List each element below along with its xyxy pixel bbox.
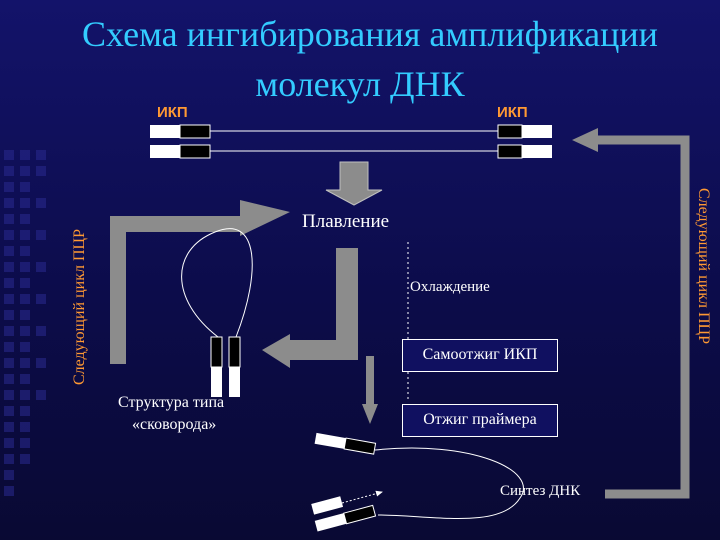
pan-structure-label-line-1: Структура типа — [118, 394, 225, 411]
icp-right-bottom-block — [497, 144, 552, 159]
double-stranded-dna-with-icp — [150, 124, 552, 159]
icp-left-top-block — [150, 124, 211, 139]
pan-structure-label-line-2: «сковорода» — [132, 416, 217, 433]
melting-label: Плавление — [302, 211, 390, 232]
icp-right-label: ИКП — [497, 104, 528, 121]
next-cycle-right-label: Следующий цикл ПЦР — [695, 188, 712, 344]
melting-to-self-annealing-bar — [336, 248, 358, 356]
self-annealing-box: Самоотжиг ИКП — [402, 339, 558, 372]
slide-title-line-2: молекул ДНК — [255, 64, 465, 104]
slide-title-line-1: Схема ингибирования амплификации — [82, 14, 658, 54]
synthesis-direction-arrow — [341, 490, 383, 504]
icp-left-bottom-block — [150, 144, 211, 159]
to-primer-annealing-shaft — [366, 356, 374, 406]
dna-synthesis-label: Синтез ДНК — [500, 483, 581, 499]
next-cycle-left-label: Следующий цикл ПЦР — [71, 229, 88, 385]
to-primer-annealing-arrowhead — [362, 404, 378, 424]
next-cycle-right-arrow — [598, 135, 690, 499]
primer-annealing-box: Отжиг праймера — [402, 404, 558, 437]
next-cycle-left-arrow — [110, 216, 240, 364]
down-arrow-to-melting — [325, 161, 383, 206]
next-cycle-right-arrowhead — [572, 128, 598, 152]
to-pan-structure-bar — [290, 340, 358, 360]
pan-structure-loop — [181, 228, 253, 338]
cooling-label: Охлаждение — [410, 279, 490, 295]
next-cycle-left-arrowhead — [240, 200, 290, 236]
to-pan-structure-arrowhead — [262, 334, 290, 368]
annealed-strand — [311, 432, 524, 532]
icp-right-top-block — [497, 124, 552, 139]
pan-structure-stem — [210, 336, 241, 397]
icp-left-label: ИКП — [157, 104, 188, 121]
